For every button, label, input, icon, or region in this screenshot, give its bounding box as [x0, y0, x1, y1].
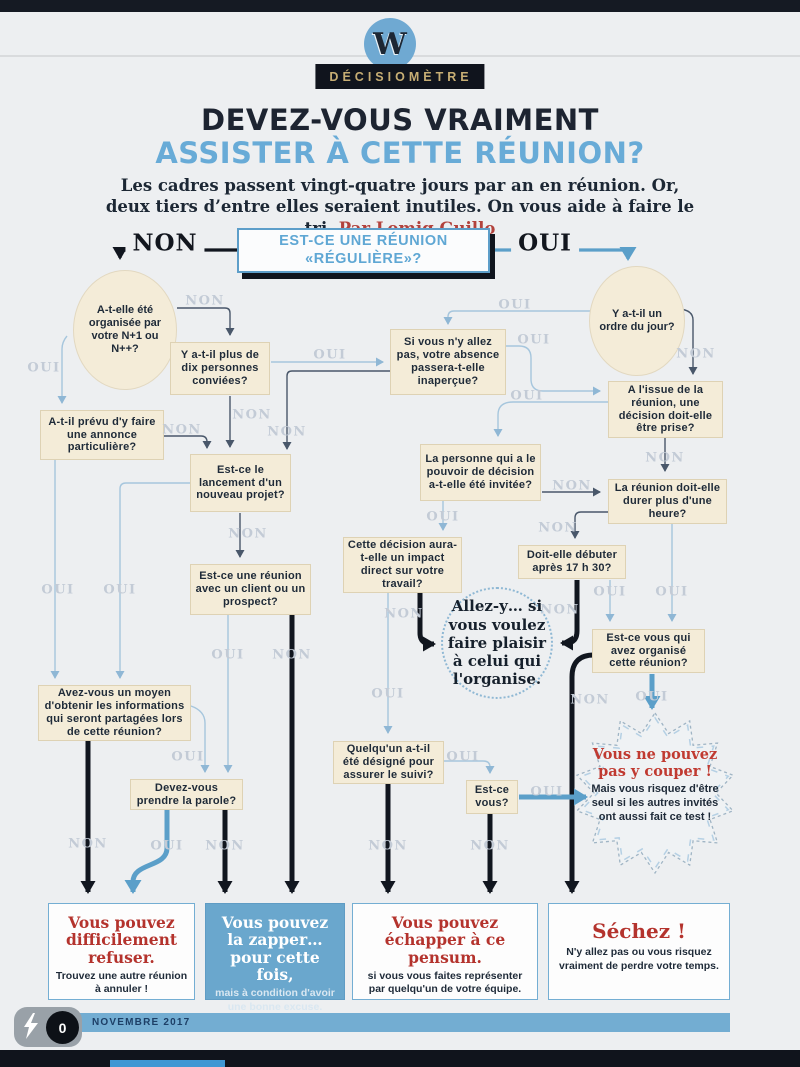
edge-label: NON [540, 602, 580, 618]
node-moyen-informations: Avez-vous un moyen d'obtenir les informa… [38, 685, 191, 741]
edge-label: NON [368, 838, 408, 854]
intro-text: Les cadres passent vingt-quatre jours pa… [105, 176, 695, 238]
branch-label-oui: OUI [511, 229, 579, 257]
result-heading: Vous pouvez difficilement refuser. [65, 913, 178, 967]
node-lancement-projet: Est-ce le lancement d'un nouveau projet? [190, 454, 291, 512]
node-client-prospect: Est-ce une réunion avec un client ou un … [190, 564, 311, 615]
edge-label: NON [228, 526, 268, 542]
result-body: mais à condition d'avoir une bonne excus… [215, 987, 335, 1013]
edge-label: OUI [446, 749, 480, 765]
edge-label: NON [570, 692, 610, 708]
result-body: si vous vous faites représenter par quel… [367, 970, 523, 996]
node-absence-inapercue: Si vous n'y allez pas, votre absence pas… [390, 329, 506, 395]
edge-label: OUI [27, 360, 61, 376]
edge-label: NON [552, 478, 592, 494]
edge-label: NON [676, 346, 716, 362]
node-organise-par-vous: Est-ce vous qui avez organisé cette réun… [592, 629, 705, 673]
starburst-shape [575, 711, 735, 875]
edge-label: OUI [426, 509, 460, 525]
footer-date: NOVEMBRE 2017 [92, 1017, 191, 1028]
starburst-heading: Vous ne pouvez pas y couper ! [592, 746, 718, 780]
edge-label: OUI [593, 584, 627, 600]
page-title-line1: DEVEZ-VOUS VRAIMENT [201, 103, 599, 137]
edge-label: NON [272, 647, 312, 663]
result-heading: Séchez ! [592, 919, 686, 943]
edge-label: OUI [530, 784, 564, 800]
node-duree-une-heure: La réunion doit-elle durer plus d'une he… [608, 479, 727, 524]
result-sechez: Séchez ! N'y allez pas ou vous risquez v… [548, 903, 730, 1000]
edge-label: OUI [103, 582, 137, 598]
node-designe-suivi: Quelqu'un a-t-il été désigné pour assure… [333, 741, 444, 784]
node-prendre-parole: Devez-vous prendre la parole? [130, 779, 243, 810]
edge-label: OUI [498, 297, 532, 313]
edge-label: OUI [313, 347, 347, 363]
node-dix-personnes: Y a-t-il plus de dix personnes conviées? [170, 342, 270, 395]
page-number: 0 [46, 1011, 79, 1044]
result-heading: Vous pouvez la zapper… pour cette fois, [221, 913, 329, 985]
edge-label: NON [384, 606, 424, 622]
result-echapper: Vous pouvez échapper à ce pensum. si vou… [352, 903, 538, 1000]
edge-label: OUI [655, 584, 689, 600]
binding-blue-accent [110, 1060, 225, 1067]
edge-label: NON [185, 293, 225, 309]
result-body: Trouvez une autre réunion à annuler ! [55, 970, 188, 996]
node-decision-prise: A l'issue de la réunion, une décision do… [608, 381, 723, 438]
edge-label: NON [205, 838, 245, 854]
edge-label: NON [162, 422, 202, 438]
section-badge: DÉCISIOMÈTRE [315, 64, 485, 89]
result-heading: Vous pouvez échapper à ce pensum. [384, 913, 506, 967]
starburst-note: Vous ne pouvez pas y couper ! Mais vous … [590, 746, 720, 825]
edge-label: OUI [41, 582, 75, 598]
w-magazine-logo-icon: W [364, 18, 416, 70]
node-est-ce-vous: Est-ce vous? [466, 780, 518, 814]
lightning-bolt-icon [24, 1013, 38, 1039]
top-bar [0, 0, 800, 12]
edge-label: NON [645, 450, 685, 466]
note-allez-y: Allez-y… si vous voulez faire plaisir à … [441, 587, 553, 699]
edge-label: NON [470, 838, 510, 854]
edge-label: OUI [150, 838, 184, 854]
edge-label: NON [267, 424, 307, 440]
edge-label: OUI [171, 749, 205, 765]
edge-label: OUI [635, 689, 669, 705]
edge-label: OUI [371, 686, 405, 702]
result-zapper: Vous pouvez la zapper… pour cette fois, … [205, 903, 345, 1013]
edge-label: OUI [211, 647, 245, 663]
node-impact-travail: Cette décision aura-t-elle un impact dir… [343, 537, 462, 593]
edge-label: OUI [517, 332, 551, 348]
intro-paragraph: Les cadres passent vingt-quatre jours pa… [100, 175, 700, 239]
edge-label: NON [538, 520, 578, 536]
start-node: EST-CE UNE RÉUNION «RÉGULIÈRE»? [237, 228, 490, 273]
node-annonce-particuliere: A-t-il prévu d'y faire une annonce parti… [40, 410, 164, 460]
result-refuser: Vous pouvez difficilement refuser. Trouv… [48, 903, 195, 1000]
edge-label: NON [232, 407, 272, 423]
node-debut-17h30: Doit-elle débuter après 17 h 30? [518, 545, 626, 579]
footer-bar [58, 1013, 730, 1032]
starburst-body: Mais vous risquez d'être seul si les aut… [591, 783, 719, 823]
node-organisee-par-n1: A-t-elle été organisée par votre N+1 ou … [73, 270, 177, 390]
edge-label: NON [68, 836, 108, 852]
node-pouvoir-decision-invitee: La personne qui a le pouvoir de décision… [420, 444, 541, 501]
node-ordre-du-jour: Y a-t-il un ordre du jour? [589, 266, 685, 376]
branch-label-non: NON [125, 229, 205, 257]
result-body: N'y allez pas ou vous risquez vraiment d… [559, 946, 719, 972]
edge-label: OUI [510, 388, 544, 404]
page-title-line2: ASSISTER À CETTE RÉUNION? [155, 136, 645, 170]
